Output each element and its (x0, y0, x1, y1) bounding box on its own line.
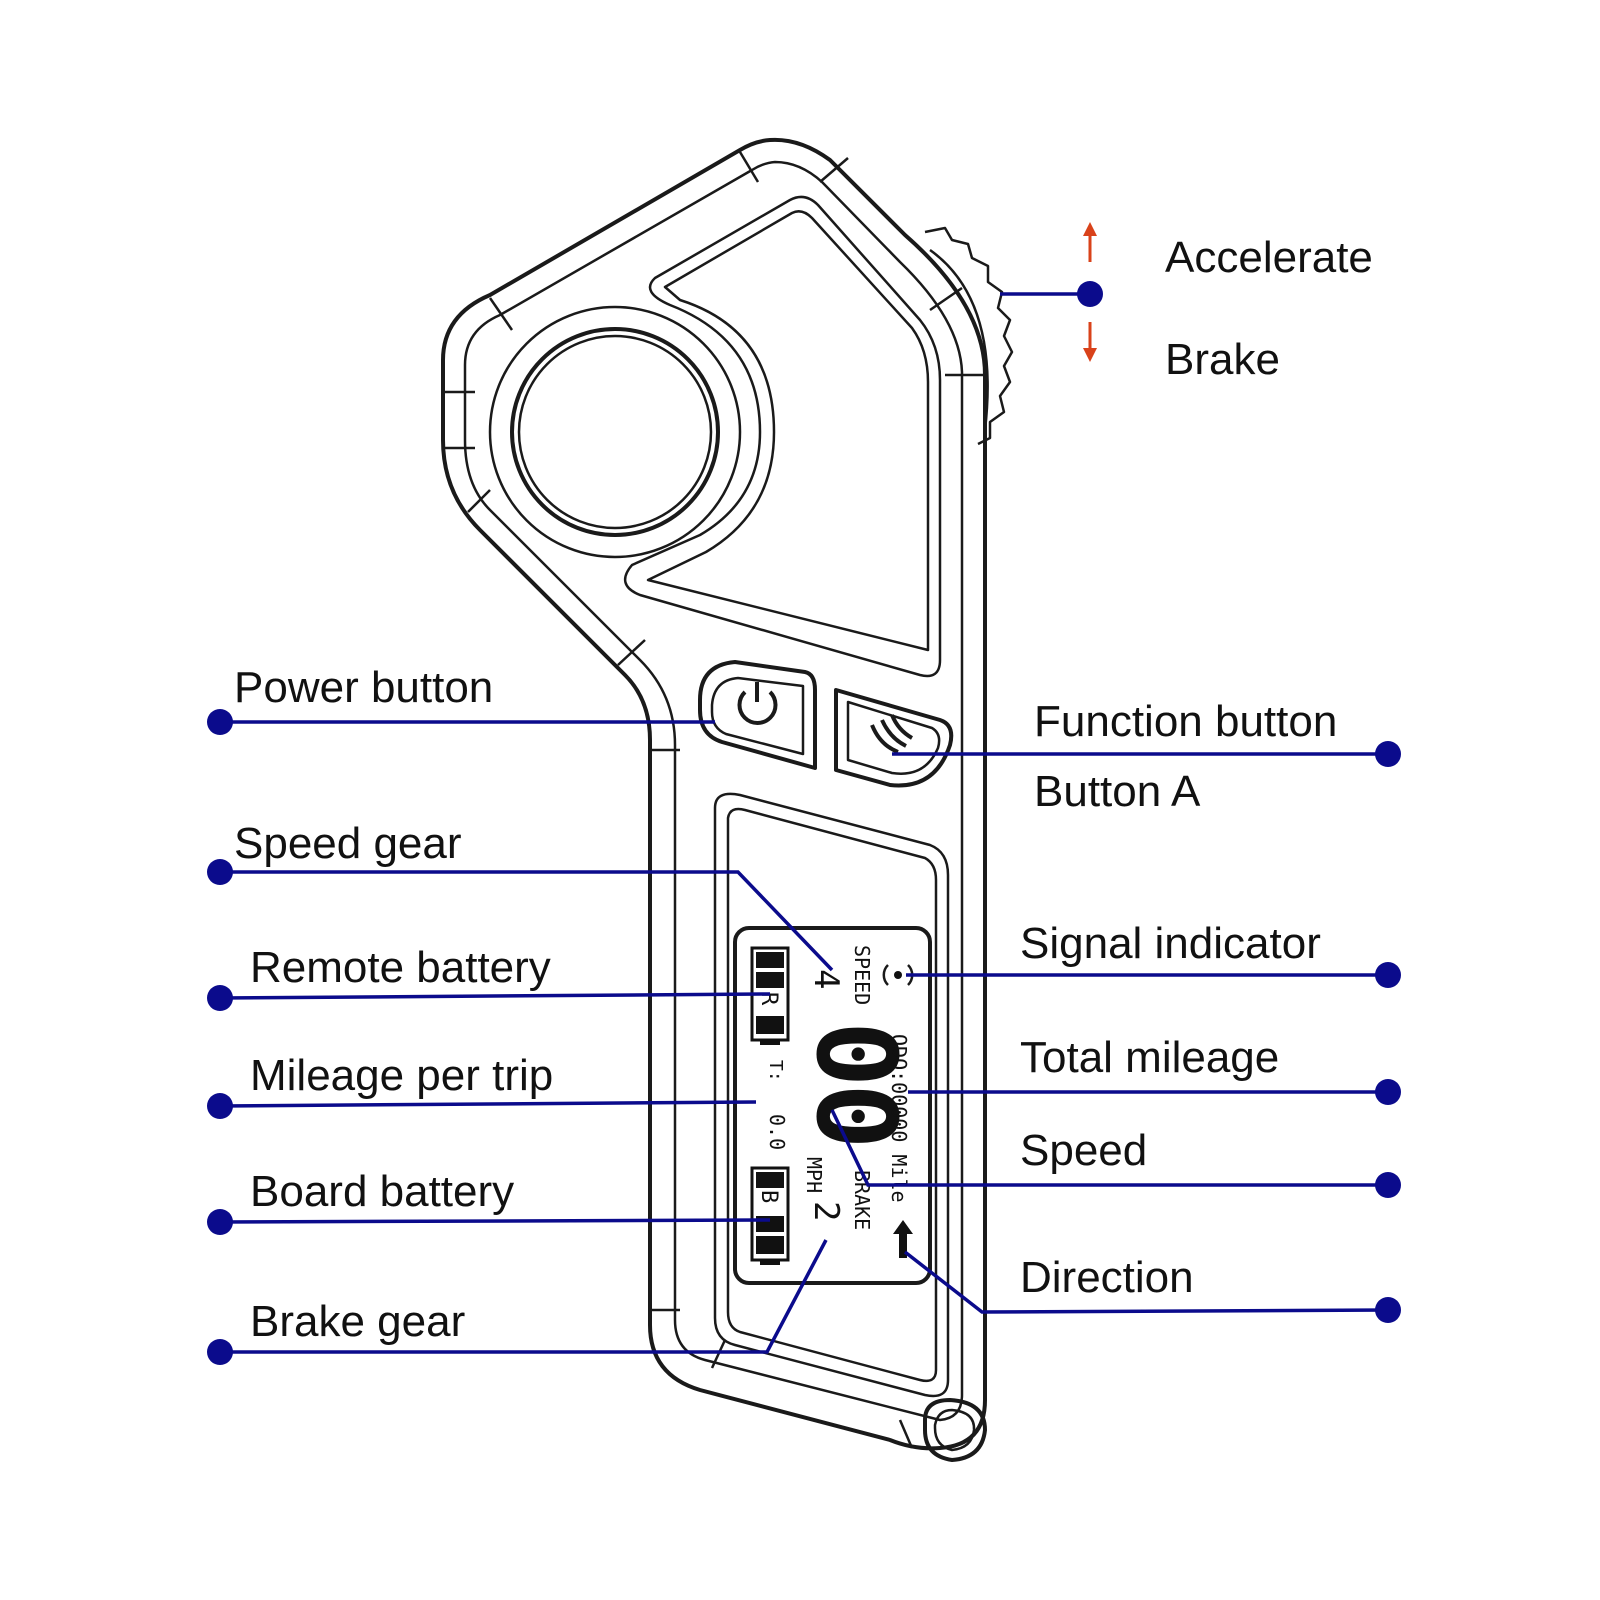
board-battery-indicator: B (750, 1166, 790, 1265)
screen-surround (713, 792, 950, 1398)
trip-label: T: (765, 1060, 786, 1082)
mileage-per-trip-label: Mileage per trip (250, 1051, 553, 1100)
lcd-content: R B T: 0.0 00 MPH SPEED 4 BRAKE 2 (750, 945, 920, 1265)
remote-body: R B T: 0.0 00 MPH SPEED 4 BRAKE 2 (441, 137, 1014, 1462)
board-battery-tag: B (756, 1190, 781, 1203)
remote-inner-bevel (463, 160, 964, 1422)
odometer-readout: ODO:00000 Mile (887, 1034, 911, 1203)
speed-label: Speed (1020, 1126, 1147, 1175)
function-icon (870, 714, 914, 754)
lcd-screen (733, 926, 932, 1285)
left-callouts: Power button Speed gear Remote battery M… (207, 663, 834, 1365)
speed-value: 00 (792, 1021, 920, 1145)
speed-gear-label: Speed gear (234, 819, 462, 868)
remote-battery-indicator: R (750, 946, 790, 1045)
speed-label: SPEED (850, 945, 874, 1005)
power-icon (737, 682, 778, 725)
signal-indicator-label: Signal indicator (1020, 919, 1321, 968)
direction-label: Direction (1020, 1253, 1194, 1302)
top-panel (623, 195, 942, 678)
accelerate-label: Accelerate (1165, 233, 1373, 282)
function-button-label: Function button (1034, 697, 1337, 746)
brake-label: Brake (1165, 335, 1280, 384)
power-button-label: Power button (234, 663, 493, 712)
direction-arrow-icon (893, 1220, 913, 1258)
brake-gear-value: 2 (806, 1201, 846, 1221)
function-button[interactable] (834, 688, 954, 788)
remote-outer-shell (441, 137, 987, 1451)
brake-label: BRAKE (850, 1170, 874, 1230)
joystick-button[interactable] (510, 327, 720, 537)
throttle-callout: Accelerate Brake (1000, 222, 1373, 384)
speed-unit: MPH (802, 1157, 826, 1193)
joystick-ring-outer (488, 305, 742, 559)
power-button[interactable] (698, 660, 817, 770)
remote-battery-label: Remote battery (250, 943, 551, 992)
board-battery-label: Board battery (250, 1167, 514, 1216)
total-mileage-label: Total mileage (1020, 1033, 1279, 1082)
thumb-wheel (924, 226, 1014, 446)
lanyard-loop (923, 1398, 987, 1462)
speed-gear-value: 4 (806, 969, 846, 989)
brake-gear-label: Brake gear (250, 1297, 465, 1346)
trip-value: 0.0 (765, 1114, 789, 1150)
right-callouts: Function button Button A Signal indicato… (830, 697, 1401, 1323)
button-a-label: Button A (1034, 767, 1201, 816)
